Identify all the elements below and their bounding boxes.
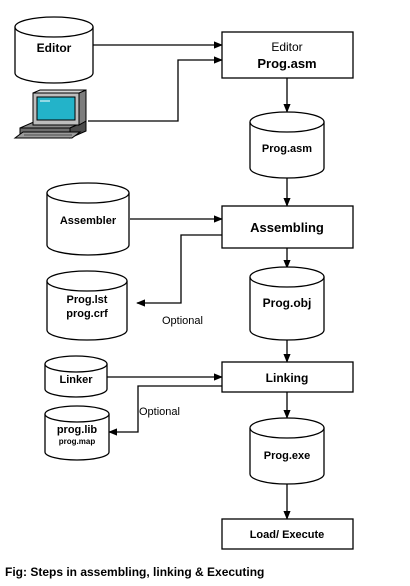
- prog-asm-database: Prog.asm: [249, 111, 325, 179]
- linker-db-label: Linker: [59, 374, 93, 386]
- edge-computer-to-editor-box: [88, 56, 223, 122]
- optional-label-2: Optional: [139, 406, 180, 418]
- editor-db-label: Editor: [37, 41, 72, 55]
- linker-database: Linker: [44, 355, 108, 398]
- linking-box: Linking: [221, 361, 354, 393]
- edge-linking-to-lib: [108, 385, 222, 436]
- prog-lib-database: prog.lib prog.map: [44, 405, 110, 461]
- prog-obj-db-label: Prog.obj: [263, 296, 312, 310]
- prog-exe-db-label: Prog.exe: [264, 450, 310, 462]
- prog-obj-database: Prog.obj: [249, 266, 325, 341]
- linking-box-label: Linking: [266, 371, 309, 385]
- edge-assembling-to-lst: [136, 234, 222, 307]
- prog-crf-label: prog.crf: [66, 308, 108, 320]
- prog-lst-label: Prog.lst: [67, 294, 108, 306]
- figure-caption: Fig: Steps in assembling, linking & Exec…: [5, 565, 264, 579]
- assembler-db-label: Assembler: [60, 215, 117, 227]
- prog-asm-db-label: Prog.asm: [262, 143, 312, 155]
- computer-icon: [13, 89, 87, 139]
- connectors: [88, 41, 291, 520]
- optional-label-1: Optional: [162, 315, 203, 327]
- editor-box: Editor Prog.asm: [221, 31, 354, 79]
- prog-map-label: prog.map: [59, 437, 96, 446]
- assembler-database: Assembler: [46, 182, 130, 256]
- prog-lib-label: prog.lib: [57, 424, 98, 436]
- editor-box-line2: Prog.asm: [257, 56, 316, 71]
- load-execute-box: Load/ Execute: [221, 518, 354, 550]
- assembling-box-label: Assembling: [250, 220, 324, 235]
- prog-exe-database: Prog.exe: [249, 417, 325, 485]
- prog-lst-database: Prog.lst prog.crf: [46, 270, 128, 341]
- editor-database: Editor: [14, 16, 94, 84]
- assembling-box: Assembling: [221, 205, 354, 249]
- load-execute-label: Load/ Execute: [250, 529, 325, 541]
- editor-box-line1: Editor: [271, 40, 302, 54]
